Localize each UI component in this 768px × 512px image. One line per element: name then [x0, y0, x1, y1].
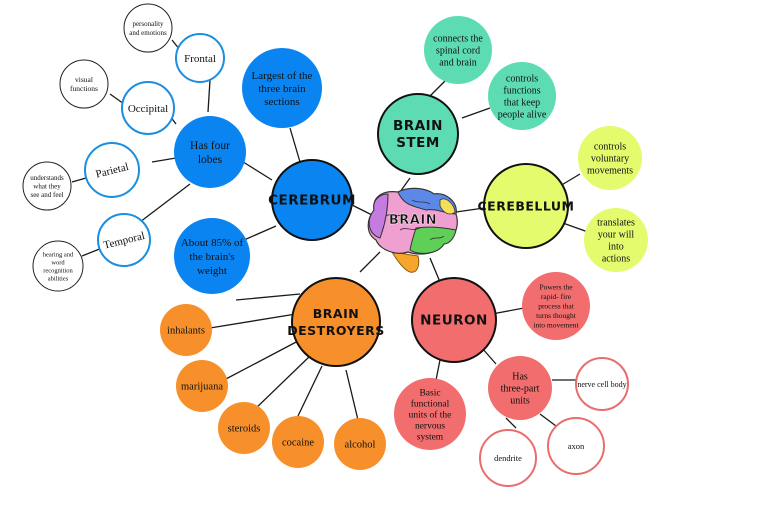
link-neuron-basic: [435, 359, 441, 381]
link-cerebrum-lobes: [239, 159, 273, 181]
brain-icon: BRAIN: [367, 187, 458, 273]
frontal-label: Frontal: [184, 53, 216, 65]
axon-label: axon: [568, 441, 585, 451]
link-brain-brainstem: [399, 177, 411, 193]
link-brain-cerebrum: [351, 204, 373, 216]
link-brain-destroyers: [359, 251, 381, 273]
cerebrum-label: CEREBRUM: [268, 193, 356, 209]
basic-node: [394, 378, 466, 450]
link-neuron-powers: [491, 307, 525, 315]
translates-node: [584, 208, 648, 272]
visual-node: [59, 59, 109, 109]
link-destroyers-steroids: [253, 355, 311, 411]
cerebellum-label: CEREBELLUM: [477, 198, 574, 213]
inhalants-node: [160, 304, 212, 356]
link-destroyers-inhalants: [209, 313, 297, 329]
link-brainstem-controls: [461, 107, 491, 119]
personality-node: [123, 3, 173, 53]
occipital-node: [121, 81, 175, 135]
nerve-cell-label: nerve cell body: [577, 380, 626, 389]
neuron-node: [411, 277, 497, 363]
link-brain-cerebellum: [455, 207, 485, 213]
steroids-label: steroids: [228, 424, 261, 435]
link-cerebrum-largest: [289, 127, 301, 163]
marijuana-label: marijuana: [181, 382, 223, 393]
link-brainstem-connects: [427, 79, 447, 99]
connector-lines: [71, 39, 589, 429]
link-destroyers-marijuana: [223, 339, 301, 381]
controls-voluntary-node: [578, 126, 642, 190]
hearing-node: [32, 240, 84, 292]
four-lobes-node: [174, 116, 246, 188]
link-cerebellum-voluntary: [559, 173, 581, 187]
cocaine-label: cocaine: [282, 438, 314, 449]
link-lobes-frontal: [207, 79, 211, 113]
link-lobes-temporal: [139, 183, 191, 223]
link-neuron-threepart: [481, 347, 497, 365]
dendrite-node: [479, 429, 537, 487]
frontal-node: [175, 33, 225, 83]
nerve-cell-node: [575, 357, 629, 411]
inhalants-label: inhalants: [167, 326, 205, 337]
brain-center-label: BRAIN: [389, 213, 437, 228]
neuron-label: NEURON: [420, 313, 488, 329]
marijuana-node: [176, 360, 228, 412]
link-threepart-dendrite: [505, 417, 517, 429]
link-lobes-parietal: [151, 157, 177, 163]
link-brain-neuron: [429, 257, 441, 283]
steroids-node: [218, 402, 270, 454]
cerebrum-node: [271, 159, 353, 241]
controls-functions-node: [488, 62, 556, 130]
powers-node: [522, 272, 590, 340]
occipital-label: Occipital: [128, 103, 168, 115]
dendrite-label: dendrite: [494, 453, 522, 463]
brain-stem-node: [377, 93, 459, 175]
link-threepart-axon: [539, 413, 557, 427]
three-part-node: [488, 356, 552, 420]
alcohol-node: [334, 418, 386, 470]
temporal-node: [97, 213, 151, 267]
understands-node: [22, 161, 72, 211]
cocaine-node: [272, 416, 324, 468]
destroyers-node: [291, 277, 381, 367]
largest-node: [242, 48, 322, 128]
cerebellum-node: [483, 163, 569, 249]
link-destroyers-top: [235, 293, 301, 301]
link-destroyers-alcohol: [345, 369, 359, 421]
link-destroyers-cocaine: [297, 365, 323, 417]
percent-node: [174, 218, 250, 294]
axon-node: [547, 417, 605, 475]
link-cerebrum-percent: [243, 225, 277, 241]
alcohol-label: alcohol: [345, 440, 376, 451]
link-parietal-understands: [71, 177, 87, 183]
parietal-node: [84, 142, 140, 198]
connects-node: [424, 16, 492, 84]
